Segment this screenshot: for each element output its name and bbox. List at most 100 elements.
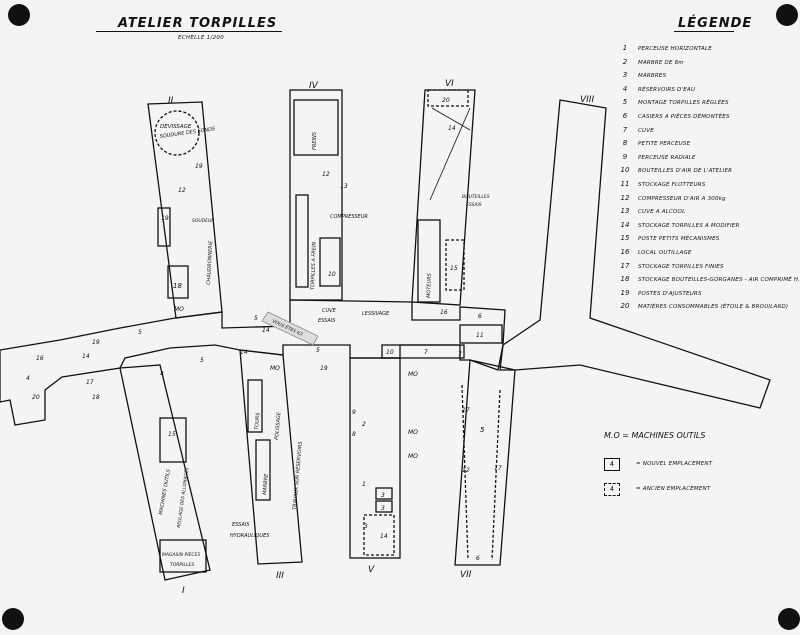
station-13: 13	[340, 183, 348, 190]
station-4-i: 4	[160, 371, 164, 378]
label-mo-v1: MO	[408, 371, 418, 378]
station-14-v: 14	[380, 533, 388, 540]
station-15-i: 15	[168, 431, 176, 438]
station-9-v: 9	[352, 409, 356, 416]
key-old-location-text: = ANCIEN EMPLACEMENT	[636, 486, 711, 492]
legend-item-text: COMPRESSEUR D'AIR A 300kg	[638, 195, 726, 202]
title-underline	[96, 31, 282, 32]
legend-item-text: STOCKAGE BOUTEILLES-GORGANES - AIR COMPR…	[638, 277, 800, 284]
wing-i-box-15	[159, 417, 187, 463]
station-2-v: 2	[362, 421, 366, 428]
label-essais-hydrauliques: ESSAIS	[232, 522, 250, 528]
station-5-corr1: 5	[138, 329, 142, 336]
station-6-vii: 6	[476, 555, 480, 562]
wing-vi-box-15	[445, 239, 465, 291]
devissage-circle	[154, 110, 200, 156]
wing-vi-moteurs-box	[417, 219, 441, 303]
label-mo-v3: MO	[408, 453, 418, 460]
legend-item-text: PERCEUSE RADIALE	[638, 154, 696, 161]
legend-item-text: RÉSERVOIRS D'EAU	[638, 86, 696, 93]
legend-item-text: CASIERS A PIÈCES DÉMONTÉES	[638, 114, 730, 120]
label-moteurs: MOTEURS	[426, 272, 433, 298]
legend-item-number: 9	[622, 152, 628, 161]
label-mo-v2: MO	[408, 429, 418, 436]
station-17-vii: 17	[462, 407, 470, 414]
wing-label-i: I	[182, 586, 185, 596]
pin-bottom-left	[2, 608, 24, 630]
legend-item-number: 7	[622, 125, 628, 134]
wing-vii-outline	[454, 359, 516, 566]
station-7b: 7	[458, 351, 462, 358]
legend-item-text: BOUTEILLES D'AIR DE L'ATELIER	[638, 168, 733, 175]
label-torpilles-frein: TORPILLES A FREIN	[310, 241, 318, 290]
legend-item-number: 18	[620, 275, 630, 284]
label-bouteilles-essais: ESSAIS	[466, 202, 482, 208]
label-marbre: MARBRE	[262, 473, 270, 496]
legend-title-underline	[674, 31, 734, 32]
wing-label-iv: IV	[309, 81, 319, 91]
plan-scale: ECHELLE 1/200	[178, 35, 225, 41]
label-lessivage: LESSIVAGE	[362, 311, 390, 317]
legend-item-text: MARBRE DE 8m	[638, 59, 684, 66]
station-14-left: 14	[82, 353, 90, 360]
station-3b-v: 3	[381, 505, 385, 512]
wing-v-box-3a	[375, 487, 393, 500]
station-17-vii-b: 17	[494, 465, 502, 472]
wing-v-box-14	[363, 514, 395, 556]
station-19-ii: 19	[161, 215, 169, 222]
key-machines-outils: M.O = MACHINES OUTILS	[604, 431, 706, 440]
wing-ii-box-18	[167, 265, 189, 299]
wing-label-viii: VIII	[580, 95, 594, 105]
legend-item-text: CUVE A ALCOOL	[638, 209, 686, 216]
central-corridor-outline	[0, 299, 506, 426]
legend-item-number: 19	[620, 288, 630, 297]
legend-item-text: LOCAL OUTILLAGE	[638, 250, 692, 256]
station-7: 7	[424, 349, 428, 356]
wing-iv-freins-box	[293, 99, 339, 156]
station-1-v: 1	[362, 481, 366, 488]
legend-item-text: POSTES D'AJUSTEURS	[638, 290, 702, 297]
pin-top-right	[776, 4, 798, 26]
station-14-vi: 14	[448, 125, 456, 132]
plan-title: ATELIER TORPILLES	[118, 16, 278, 31]
legend-item-text: MATIÈRES CONSOMMABLES (ÉTOILE & BROUILAR…	[638, 304, 789, 311]
station-19-corr: 19	[320, 365, 328, 372]
legend-title: LÉGENDE	[678, 16, 753, 31]
wing-viii-outline	[499, 99, 771, 409]
station-12-iv: 12	[322, 171, 330, 178]
legend-item-number: 5	[622, 98, 628, 107]
label-polissage: POLISSAGE	[274, 411, 282, 440]
legend-item-number: 6	[622, 112, 628, 120]
station-20-left: 20	[32, 394, 40, 401]
box-10-7-row	[381, 344, 465, 359]
station-19-iia: 19	[195, 163, 203, 170]
key-new-location-symbol: 4	[604, 458, 620, 471]
station-3a-v: 3	[381, 492, 385, 499]
wing-label-ii: II	[168, 96, 174, 106]
pin-top-left	[8, 4, 30, 26]
legend-item-number: 8	[622, 139, 628, 148]
station-16-vi: 16	[440, 309, 448, 316]
wing-v-box-3b	[375, 500, 393, 513]
legend-item-text: CUVE	[638, 127, 654, 134]
station-14-corr: 14	[262, 327, 270, 334]
wing-iv-outline	[289, 89, 343, 301]
station-11: 11	[476, 332, 484, 339]
wing-v-outline	[349, 357, 401, 559]
label-mo-ii: MO	[174, 306, 184, 313]
legend-item-number: 2	[622, 57, 628, 66]
station-18: 18	[173, 282, 182, 290]
wing-i-outline	[119, 364, 211, 581]
label-hydrauliques: HYDRAULIQUES	[230, 533, 270, 539]
station-10-iv: 10	[328, 271, 336, 278]
station-8-v: 8	[352, 431, 356, 438]
label-magasin: MAGASIN PIÈCES	[162, 550, 200, 558]
wing-label-vi: VI	[445, 79, 454, 89]
legend-item-text: POSTE PETITS MÉCANISMES	[638, 236, 720, 243]
legend-item-number: 4	[622, 84, 628, 93]
you-are-here-arrow	[261, 311, 319, 346]
station-4-left: 4	[26, 375, 30, 382]
label-magasin-torpilles: TORPILLES	[170, 562, 194, 568]
label-devissage: DEVISSAGE	[160, 124, 192, 130]
